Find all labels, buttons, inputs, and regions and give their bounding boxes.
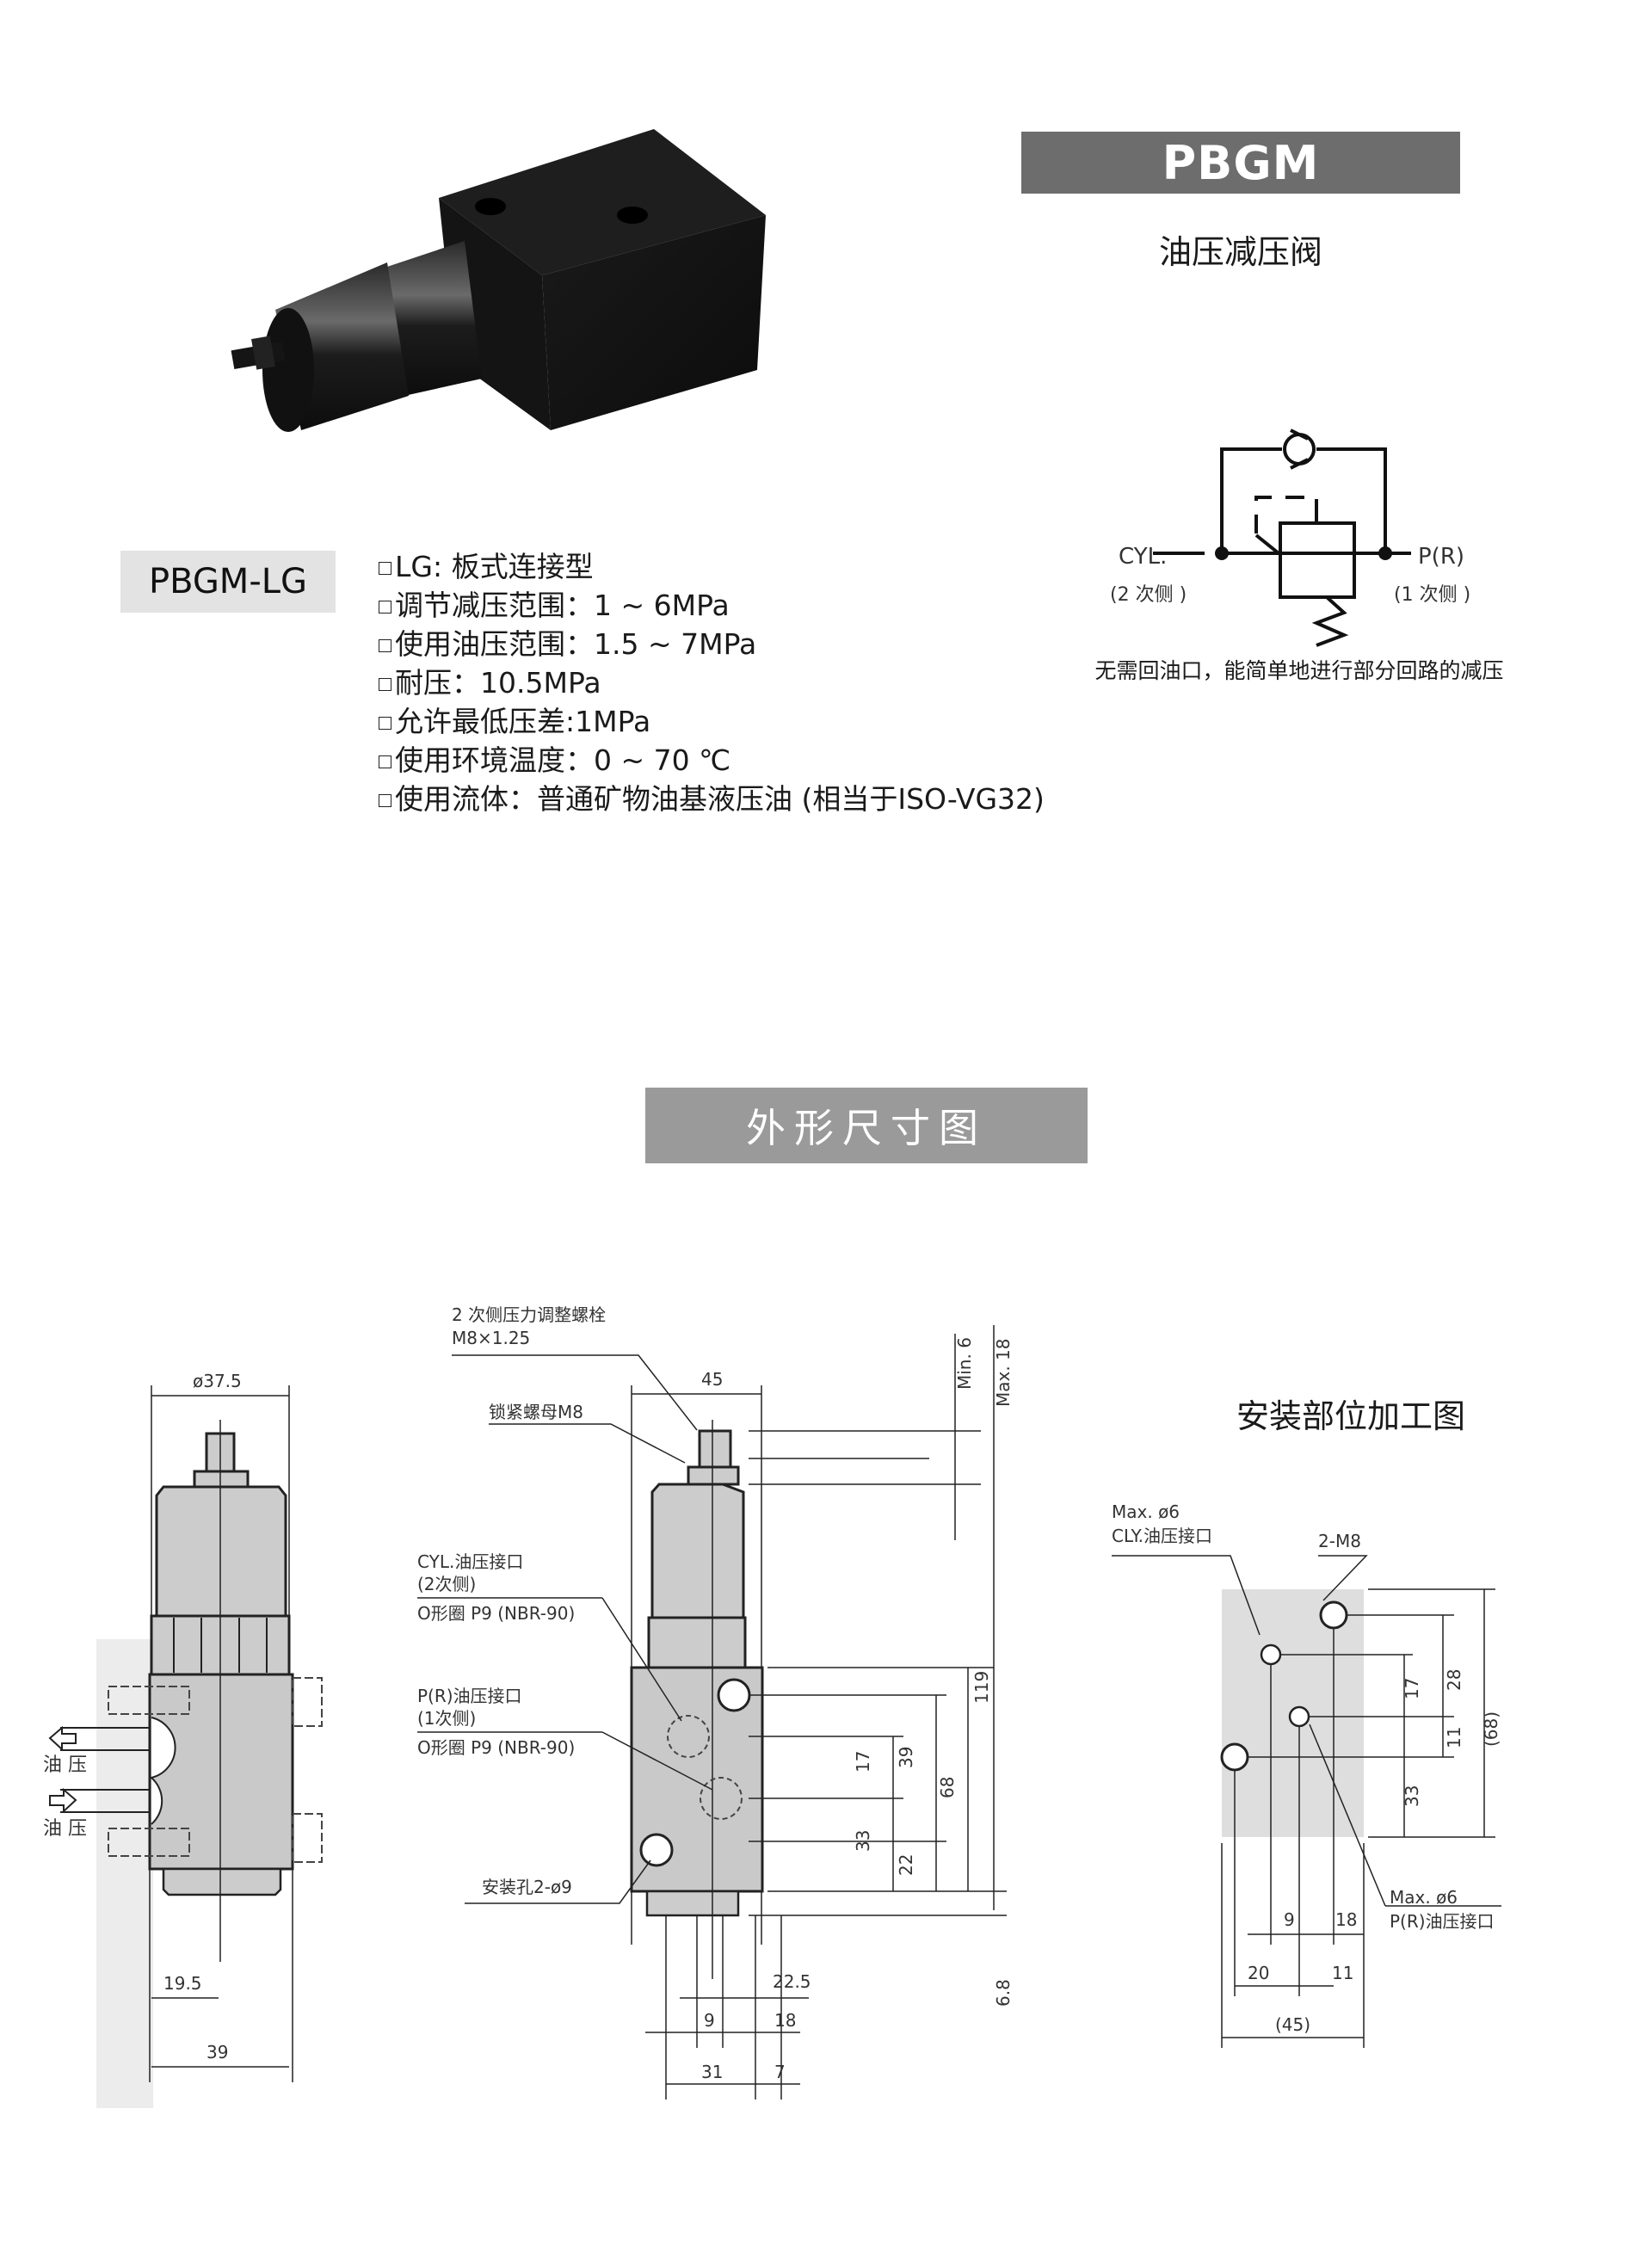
svg-text:19.5: 19.5 xyxy=(163,1973,202,1994)
checkbox-square-icon xyxy=(379,678,391,691)
checkbox-square-icon xyxy=(379,755,391,768)
symbol-left-port: CYL. xyxy=(1119,544,1167,570)
svg-text:7: 7 xyxy=(774,2062,786,2082)
spec-item: LG: 板式连接型 xyxy=(379,547,1045,586)
checkbox-square-icon xyxy=(379,639,391,652)
svg-text:33: 33 xyxy=(1402,1785,1422,1807)
svg-text:O形圈 P9 (NBR-90): O形圈 P9 (NBR-90) xyxy=(417,1737,575,1758)
svg-text:P(R)油压接口: P(R)油压接口 xyxy=(1390,1911,1495,1932)
svg-text:O形圈 P9 (NBR-90): O形圈 P9 (NBR-90) xyxy=(417,1603,575,1624)
svg-text:Max. ø6: Max. ø6 xyxy=(1112,1501,1180,1522)
svg-text:119: 119 xyxy=(971,1671,992,1704)
spec-item: 耐压：10.5MPa xyxy=(379,663,1045,702)
svg-text:(45): (45) xyxy=(1275,2014,1310,2035)
svg-text:68: 68 xyxy=(937,1777,958,1798)
svg-text:39: 39 xyxy=(896,1747,916,1768)
svg-text:(2次侧): (2次侧) xyxy=(417,1574,476,1594)
section-title: 外形尺寸图 xyxy=(645,1088,1088,1163)
svg-text:6.8: 6.8 xyxy=(993,1979,1014,2007)
spec-item: 使用油压范围：1.5 ~ 7MPa xyxy=(379,625,1045,663)
spec-item: 使用环境温度：0 ~ 70 ℃ xyxy=(379,741,1045,780)
svg-text:2-M8: 2-M8 xyxy=(1318,1531,1361,1551)
front-view-drawing: 2 次侧压力调整螺栓 M8×1.25 锁紧螺母M8 45 CYL.油压接口 (2… xyxy=(417,1304,1014,2100)
spec-item: 使用流体：普通矿物油基液压油 (相当于ISO-VG32) xyxy=(379,780,1045,818)
svg-text:油 压: 油 压 xyxy=(43,1818,87,1840)
svg-text:ø37.5: ø37.5 xyxy=(193,1371,242,1391)
svg-text:18: 18 xyxy=(1335,1909,1357,1930)
product-name: 油压减压阀 xyxy=(1158,233,1322,271)
symbol-right-port: P(R) xyxy=(1418,544,1464,570)
svg-text:2 次侧压力调整螺栓: 2 次侧压力调整螺栓 xyxy=(452,1304,606,1325)
svg-text:17: 17 xyxy=(1402,1678,1422,1699)
symbol-caption: 无需回油口，能简单地进行部分回路的减压 xyxy=(1094,658,1504,683)
mount-view-drawing: Max. ø6 CLY.油压接口 2-M8 28 17 11 33 (68) 9… xyxy=(1112,1501,1501,2048)
side-view-drawing: ø37.5 油 压 油 压 19.5 39 xyxy=(43,1371,323,2108)
svg-text:安装孔2-ø9: 安装孔2-ø9 xyxy=(482,1877,572,1897)
svg-text:9: 9 xyxy=(704,2010,715,2031)
hydraulic-symbol: CYL. (2 次侧 ) P(R) (1 次侧 ) xyxy=(1110,429,1470,647)
svg-text:18: 18 xyxy=(774,2010,796,2031)
svg-text:(68): (68) xyxy=(1481,1711,1501,1747)
svg-text:CYL.油压接口: CYL.油压接口 xyxy=(417,1551,523,1572)
svg-text:39: 39 xyxy=(206,2042,228,2063)
symbol-right-side: (1 次侧 ) xyxy=(1394,584,1470,606)
svg-text:P(R)油压接口: P(R)油压接口 xyxy=(417,1686,522,1706)
svg-text:Max. 18: Max. 18 xyxy=(993,1338,1014,1407)
svg-text:Min. 6: Min. 6 xyxy=(954,1337,975,1390)
spec-list: LG: 板式连接型 调节减压范围：1 ~ 6MPa 使用油压范围：1.5 ~ 7… xyxy=(379,547,1045,818)
checkbox-square-icon xyxy=(379,562,391,575)
variant-badge: PBGM-LG xyxy=(120,551,336,613)
svg-text:(1次侧): (1次侧) xyxy=(417,1708,476,1729)
symbol-left-side: (2 次侧 ) xyxy=(1110,584,1187,606)
svg-text:锁紧螺母M8: 锁紧螺母M8 xyxy=(489,1402,583,1422)
svg-text:28: 28 xyxy=(1444,1669,1464,1691)
svg-text:17: 17 xyxy=(853,1751,873,1773)
svg-text:11: 11 xyxy=(1444,1727,1464,1748)
checkbox-square-icon xyxy=(379,601,391,614)
svg-text:22: 22 xyxy=(896,1854,916,1876)
svg-text:CLY.油压接口: CLY.油压接口 xyxy=(1112,1526,1212,1546)
svg-text:油 压: 油 压 xyxy=(43,1754,87,1776)
svg-text:31: 31 xyxy=(701,2062,723,2082)
svg-text:11: 11 xyxy=(1332,1963,1353,1983)
svg-text:33: 33 xyxy=(853,1830,873,1852)
svg-text:9: 9 xyxy=(1284,1909,1295,1930)
mount-view-title: 安装部位加工图 xyxy=(1236,1397,1465,1435)
model-title: PBGM xyxy=(1021,132,1460,194)
svg-text:20: 20 xyxy=(1248,1963,1269,1983)
svg-text:22.5: 22.5 xyxy=(773,1971,811,1992)
product-photo xyxy=(231,129,766,432)
checkbox-square-icon xyxy=(379,717,391,730)
svg-text:M8×1.25: M8×1.25 xyxy=(452,1328,530,1348)
svg-text:Max. ø6: Max. ø6 xyxy=(1390,1887,1458,1908)
spec-item: 允许最低压差:1MPa xyxy=(379,702,1045,741)
svg-text:45: 45 xyxy=(701,1369,723,1390)
checkbox-square-icon xyxy=(379,794,391,807)
spec-item: 调节减压范围：1 ~ 6MPa xyxy=(379,586,1045,625)
